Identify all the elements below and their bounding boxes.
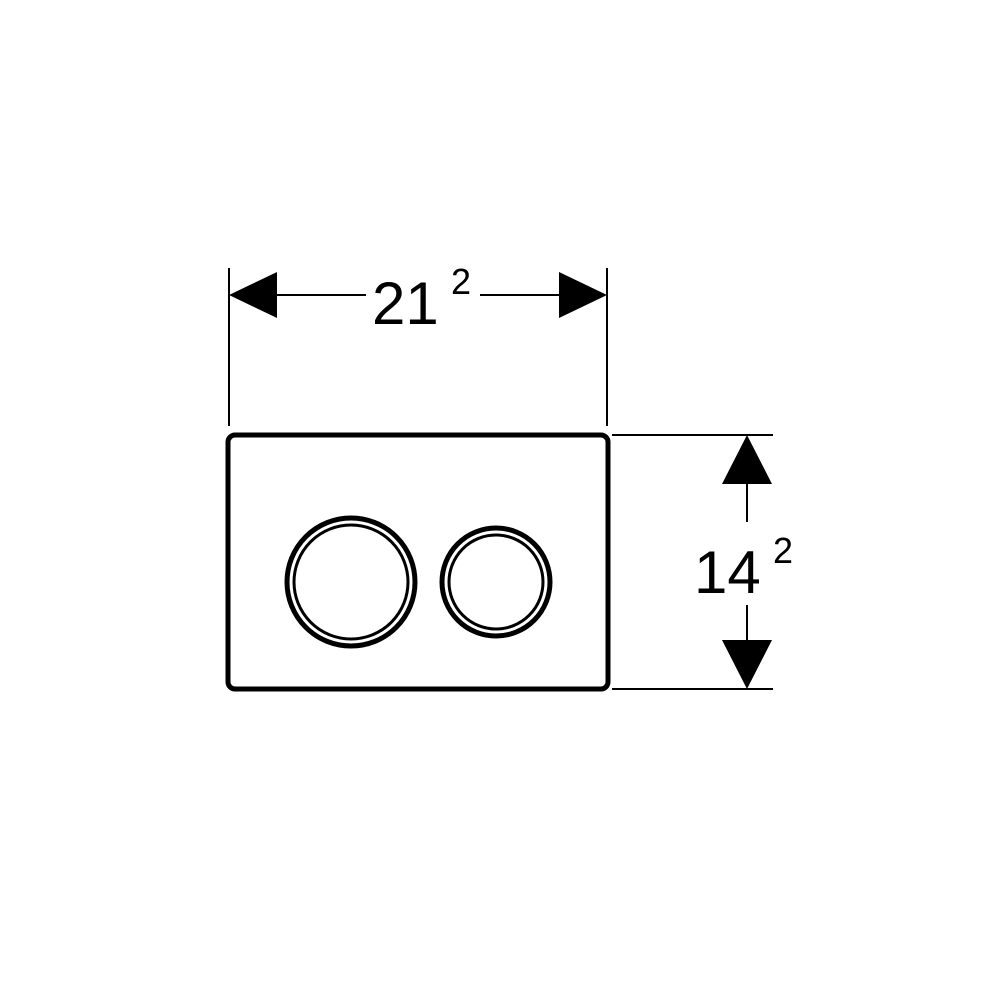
flush-plate-outline bbox=[225, 432, 611, 692]
height-arrowhead-top bbox=[722, 435, 772, 484]
small-flush-button-outer-ring bbox=[439, 525, 553, 639]
height-arrowhead-bottom bbox=[722, 640, 772, 689]
width-arrowhead-left bbox=[229, 272, 277, 318]
width-dimension-label: 21 bbox=[372, 270, 439, 337]
large-flush-button-outer-ring bbox=[284, 515, 418, 649]
height-dimension-superscript: 2 bbox=[773, 530, 793, 571]
width-arrowhead-right bbox=[559, 272, 607, 318]
height-dimension-label: 14 bbox=[694, 539, 761, 606]
small-flush-button-inner-ring bbox=[447, 533, 545, 631]
width-dimension-superscript: 2 bbox=[451, 261, 471, 302]
large-flush-button-inner-ring bbox=[292, 523, 410, 641]
